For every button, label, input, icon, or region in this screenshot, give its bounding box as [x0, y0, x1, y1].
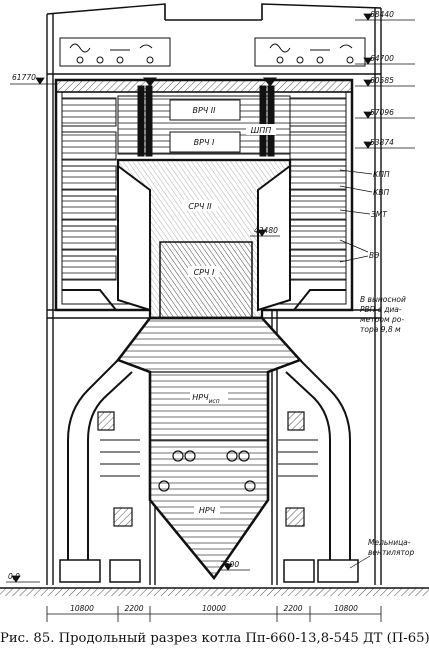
label-zmt: ЗМТ — [371, 210, 388, 219]
span-labels: 10800 2200 10000 2200 10800 — [70, 604, 358, 613]
lower-furnace — [116, 316, 303, 580]
right-air-ducts — [278, 359, 359, 583]
span-1: 10800 — [70, 604, 94, 613]
upper-furnace — [116, 158, 292, 320]
rvp-note-line1: В выносной — [360, 295, 406, 304]
span-dimension-line — [46, 606, 382, 622]
elev-53874: 53874 — [370, 138, 394, 147]
label-srch1: СРЧ I — [194, 268, 215, 277]
elev-68440: 68440 — [370, 10, 394, 19]
label-vrch1: ВРЧ I — [194, 138, 215, 147]
span-5: 10800 — [334, 604, 358, 613]
side-labels: КПП КВП ЗМТ ВЭ В выносной РВП с диа- мет… — [360, 170, 414, 557]
callout-leaders — [339, 169, 373, 569]
label-srch2: СРЧ II — [188, 202, 212, 211]
label-kpp: КПП — [373, 170, 390, 179]
label-kvp: КВП — [373, 188, 389, 197]
mill-label-line1: Мельница- — [368, 538, 411, 547]
label-ve: ВЭ — [369, 251, 380, 260]
elev-64700: 64700 — [370, 54, 394, 63]
span-3: 10000 — [202, 604, 226, 613]
label-nrch-isp: НРЧисп — [192, 393, 220, 405]
boiler-section-drawing: 68440 64700 60585 57096 53874 61770 4248… — [0, 3, 429, 622]
label-nrch: НРЧ — [199, 506, 216, 515]
span-2: 2200 — [124, 604, 143, 613]
component-labels: ВРЧ II ВРЧ I ШПП СРЧ II СРЧ I НРЧисп НРЧ — [182, 104, 276, 515]
elev-57096: 57096 — [370, 108, 394, 117]
rvp-note-line2: РВП с диа- — [360, 305, 402, 314]
elev-0: 0,0 — [8, 572, 20, 581]
figure-caption: Рис. 85. Продольный разрез котла Пп-660-… — [0, 631, 429, 646]
ground-line — [0, 587, 429, 596]
left-convective-banks — [61, 97, 117, 311]
rvp-note-line3: метром ро- — [360, 315, 404, 324]
label-vrch2: ВРЧ II — [192, 106, 216, 115]
elevation-labels: 68440 64700 60585 57096 53874 61770 4248… — [8, 10, 394, 581]
span-4: 2200 — [283, 604, 302, 613]
elev-61770: 61770 — [12, 73, 36, 82]
label-shpp: ШПП — [251, 126, 272, 135]
elev-42480: 42480 — [254, 226, 278, 235]
top-collectors — [59, 37, 366, 67]
mill-label-line2: вентилятор — [368, 548, 414, 557]
elev-60585: 60585 — [370, 76, 394, 85]
elev-2500: 2500 — [220, 560, 239, 569]
rvp-note-line4: тора 9,8 м — [360, 325, 401, 334]
elevation-marks — [6, 13, 415, 583]
left-air-ducts — [59, 359, 141, 583]
right-convective-banks — [289, 97, 347, 311]
